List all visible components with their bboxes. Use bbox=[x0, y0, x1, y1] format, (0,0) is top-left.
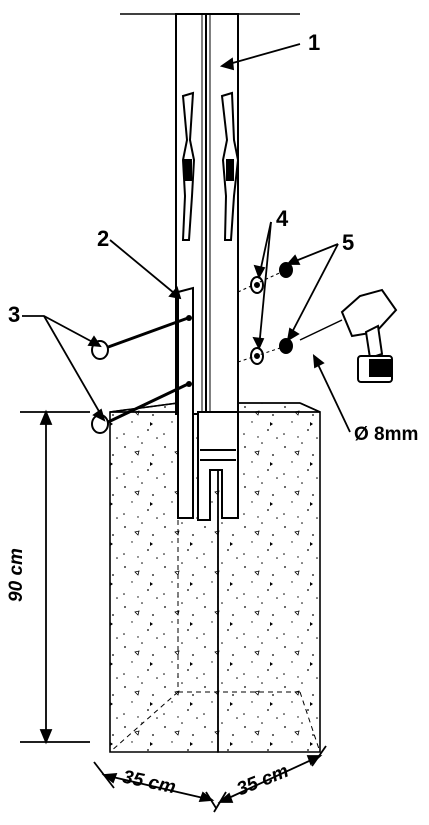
anchor-bolts-3 bbox=[91, 315, 192, 434]
drill-diameter-label: Ø 8mm bbox=[354, 424, 419, 445]
callout-1: 1 bbox=[308, 30, 321, 55]
depth-dimension-label: 90 cm bbox=[5, 548, 27, 602]
dimension-lines bbox=[20, 409, 327, 813]
callout-5: 5 bbox=[342, 230, 355, 255]
bracket-2 bbox=[177, 286, 239, 521]
post-1 bbox=[120, 13, 300, 415]
callout-leaders bbox=[22, 43, 351, 433]
drill-icon bbox=[299, 288, 398, 383]
callout-3: 3 bbox=[8, 302, 21, 327]
callout-4: 4 bbox=[276, 206, 289, 231]
callout-2: 2 bbox=[97, 226, 110, 251]
